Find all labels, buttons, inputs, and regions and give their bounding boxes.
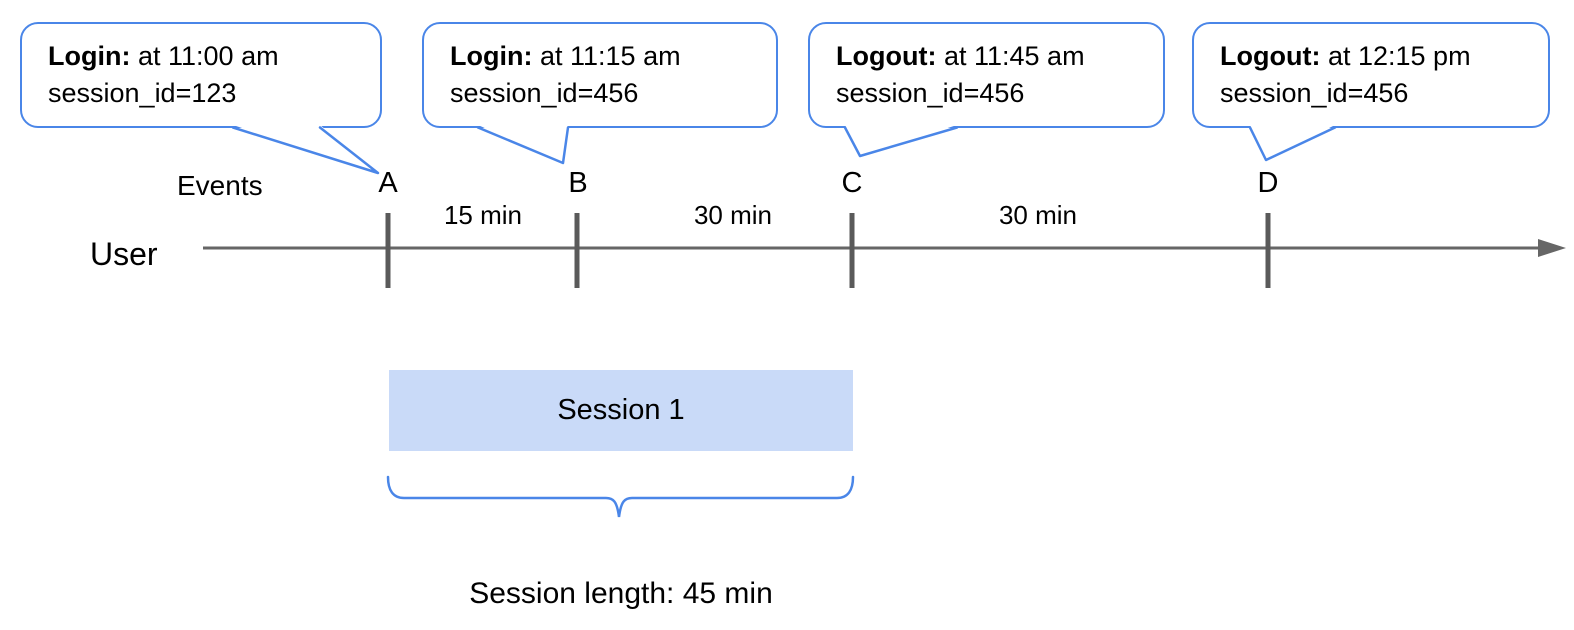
event-type-label: Login:	[48, 41, 131, 71]
session-brace	[386, 475, 855, 518]
session-box-label: Session 1	[557, 394, 685, 426]
event-time-label: at 12:15 pm	[1327, 41, 1471, 71]
interval-label-cd: 30 min	[998, 200, 1078, 230]
timeline-arrowhead-icon	[1538, 239, 1566, 257]
interval-label-bc: 30 min	[693, 200, 773, 230]
marker-label-b: B	[568, 167, 588, 199]
session-id-label: session_id=456	[1220, 78, 1409, 108]
marker-label-c: C	[841, 167, 863, 199]
callout-login-a: Login: at 11:00 am session_id=123	[20, 22, 382, 128]
callout-logout-c: Logout: at 11:45 am session_id=456	[808, 22, 1165, 128]
marker-label-d: D	[1257, 167, 1279, 199]
session-length-label: Session length: 45 min	[469, 577, 773, 610]
event-type-label: Logout:	[836, 41, 937, 71]
event-type-label: Login:	[450, 41, 533, 71]
session-id-label: session_id=456	[450, 78, 639, 108]
event-type-label: Logout:	[1220, 41, 1321, 71]
user-axis-label: User	[90, 236, 158, 272]
event-time-label: at 11:45 am	[943, 41, 1085, 71]
session-id-label: session_id=123	[48, 78, 237, 108]
events-axis-label: Events	[177, 170, 263, 201]
callout-login-b: Login: at 11:15 am session_id=456	[422, 22, 778, 128]
event-time-label: at 11:00 am	[137, 41, 279, 71]
session-box: Session 1	[389, 370, 853, 451]
callout-logout-d: Logout: at 12:15 pm session_id=456	[1192, 22, 1550, 128]
interval-label-ab: 15 min	[443, 200, 523, 230]
marker-label-a: A	[378, 167, 398, 199]
session-id-label: session_id=456	[836, 78, 1025, 108]
event-time-label: at 11:15 am	[539, 41, 681, 71]
